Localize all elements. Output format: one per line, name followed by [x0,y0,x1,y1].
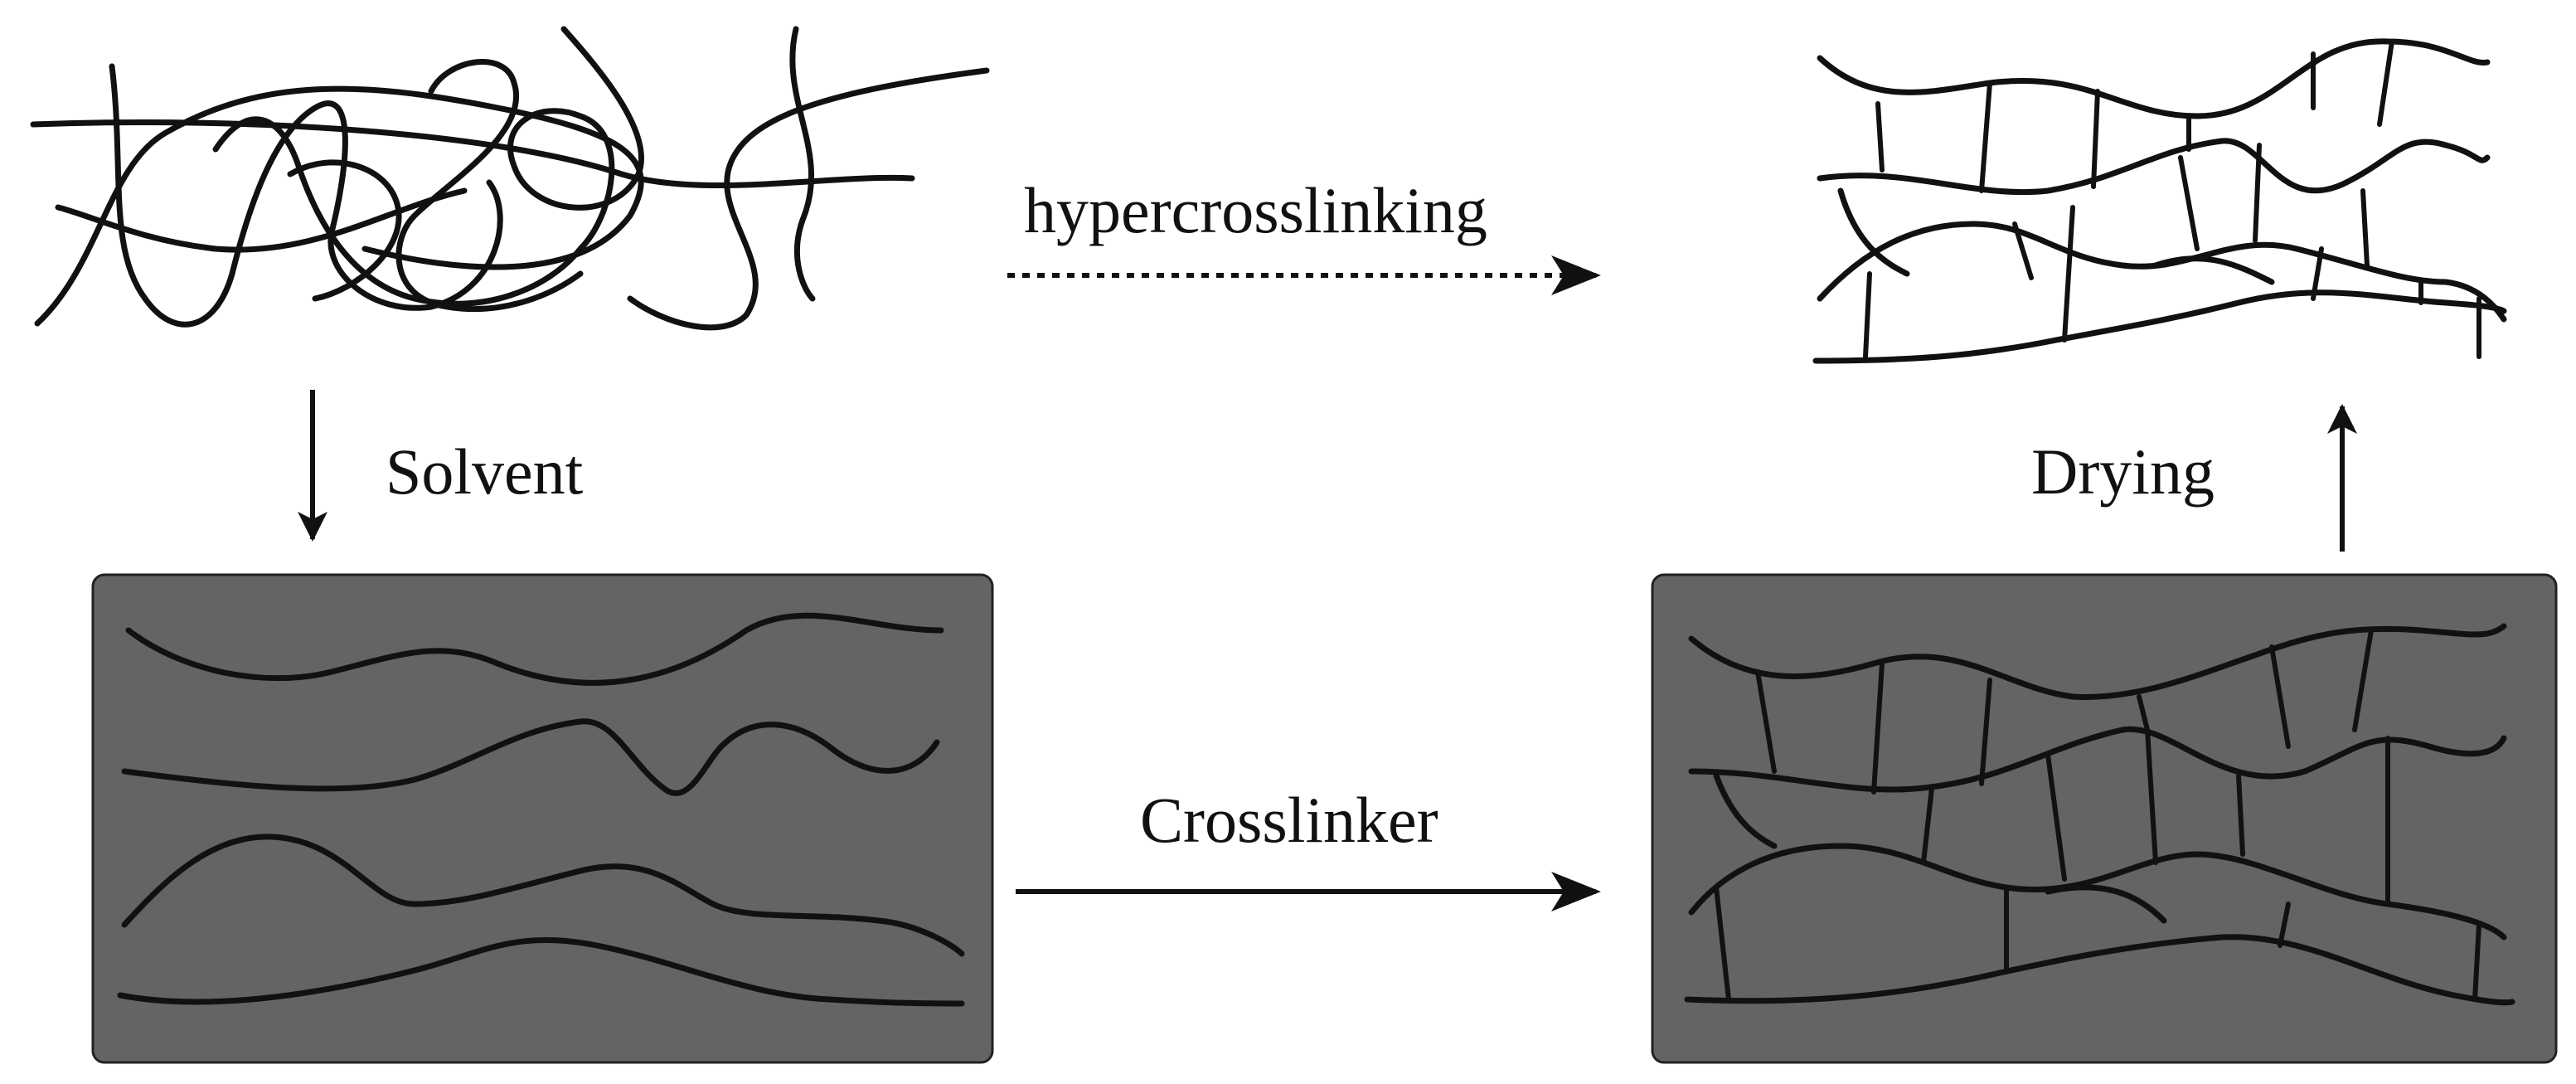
hypercrosslinking-label: hypercrosslinking [1024,174,1487,246]
crosslinked-swollen-box [1651,573,2558,1064]
drying-label: Drying [2031,435,2215,508]
crosslinker-label: Crosslinker [1140,784,1438,856]
solvent-label: Solvent [386,435,584,508]
solvent-swollen-box [91,573,994,1064]
dried-hypercrosslinked-network [1812,38,2507,364]
entangled-polymer-chains [30,26,990,331]
